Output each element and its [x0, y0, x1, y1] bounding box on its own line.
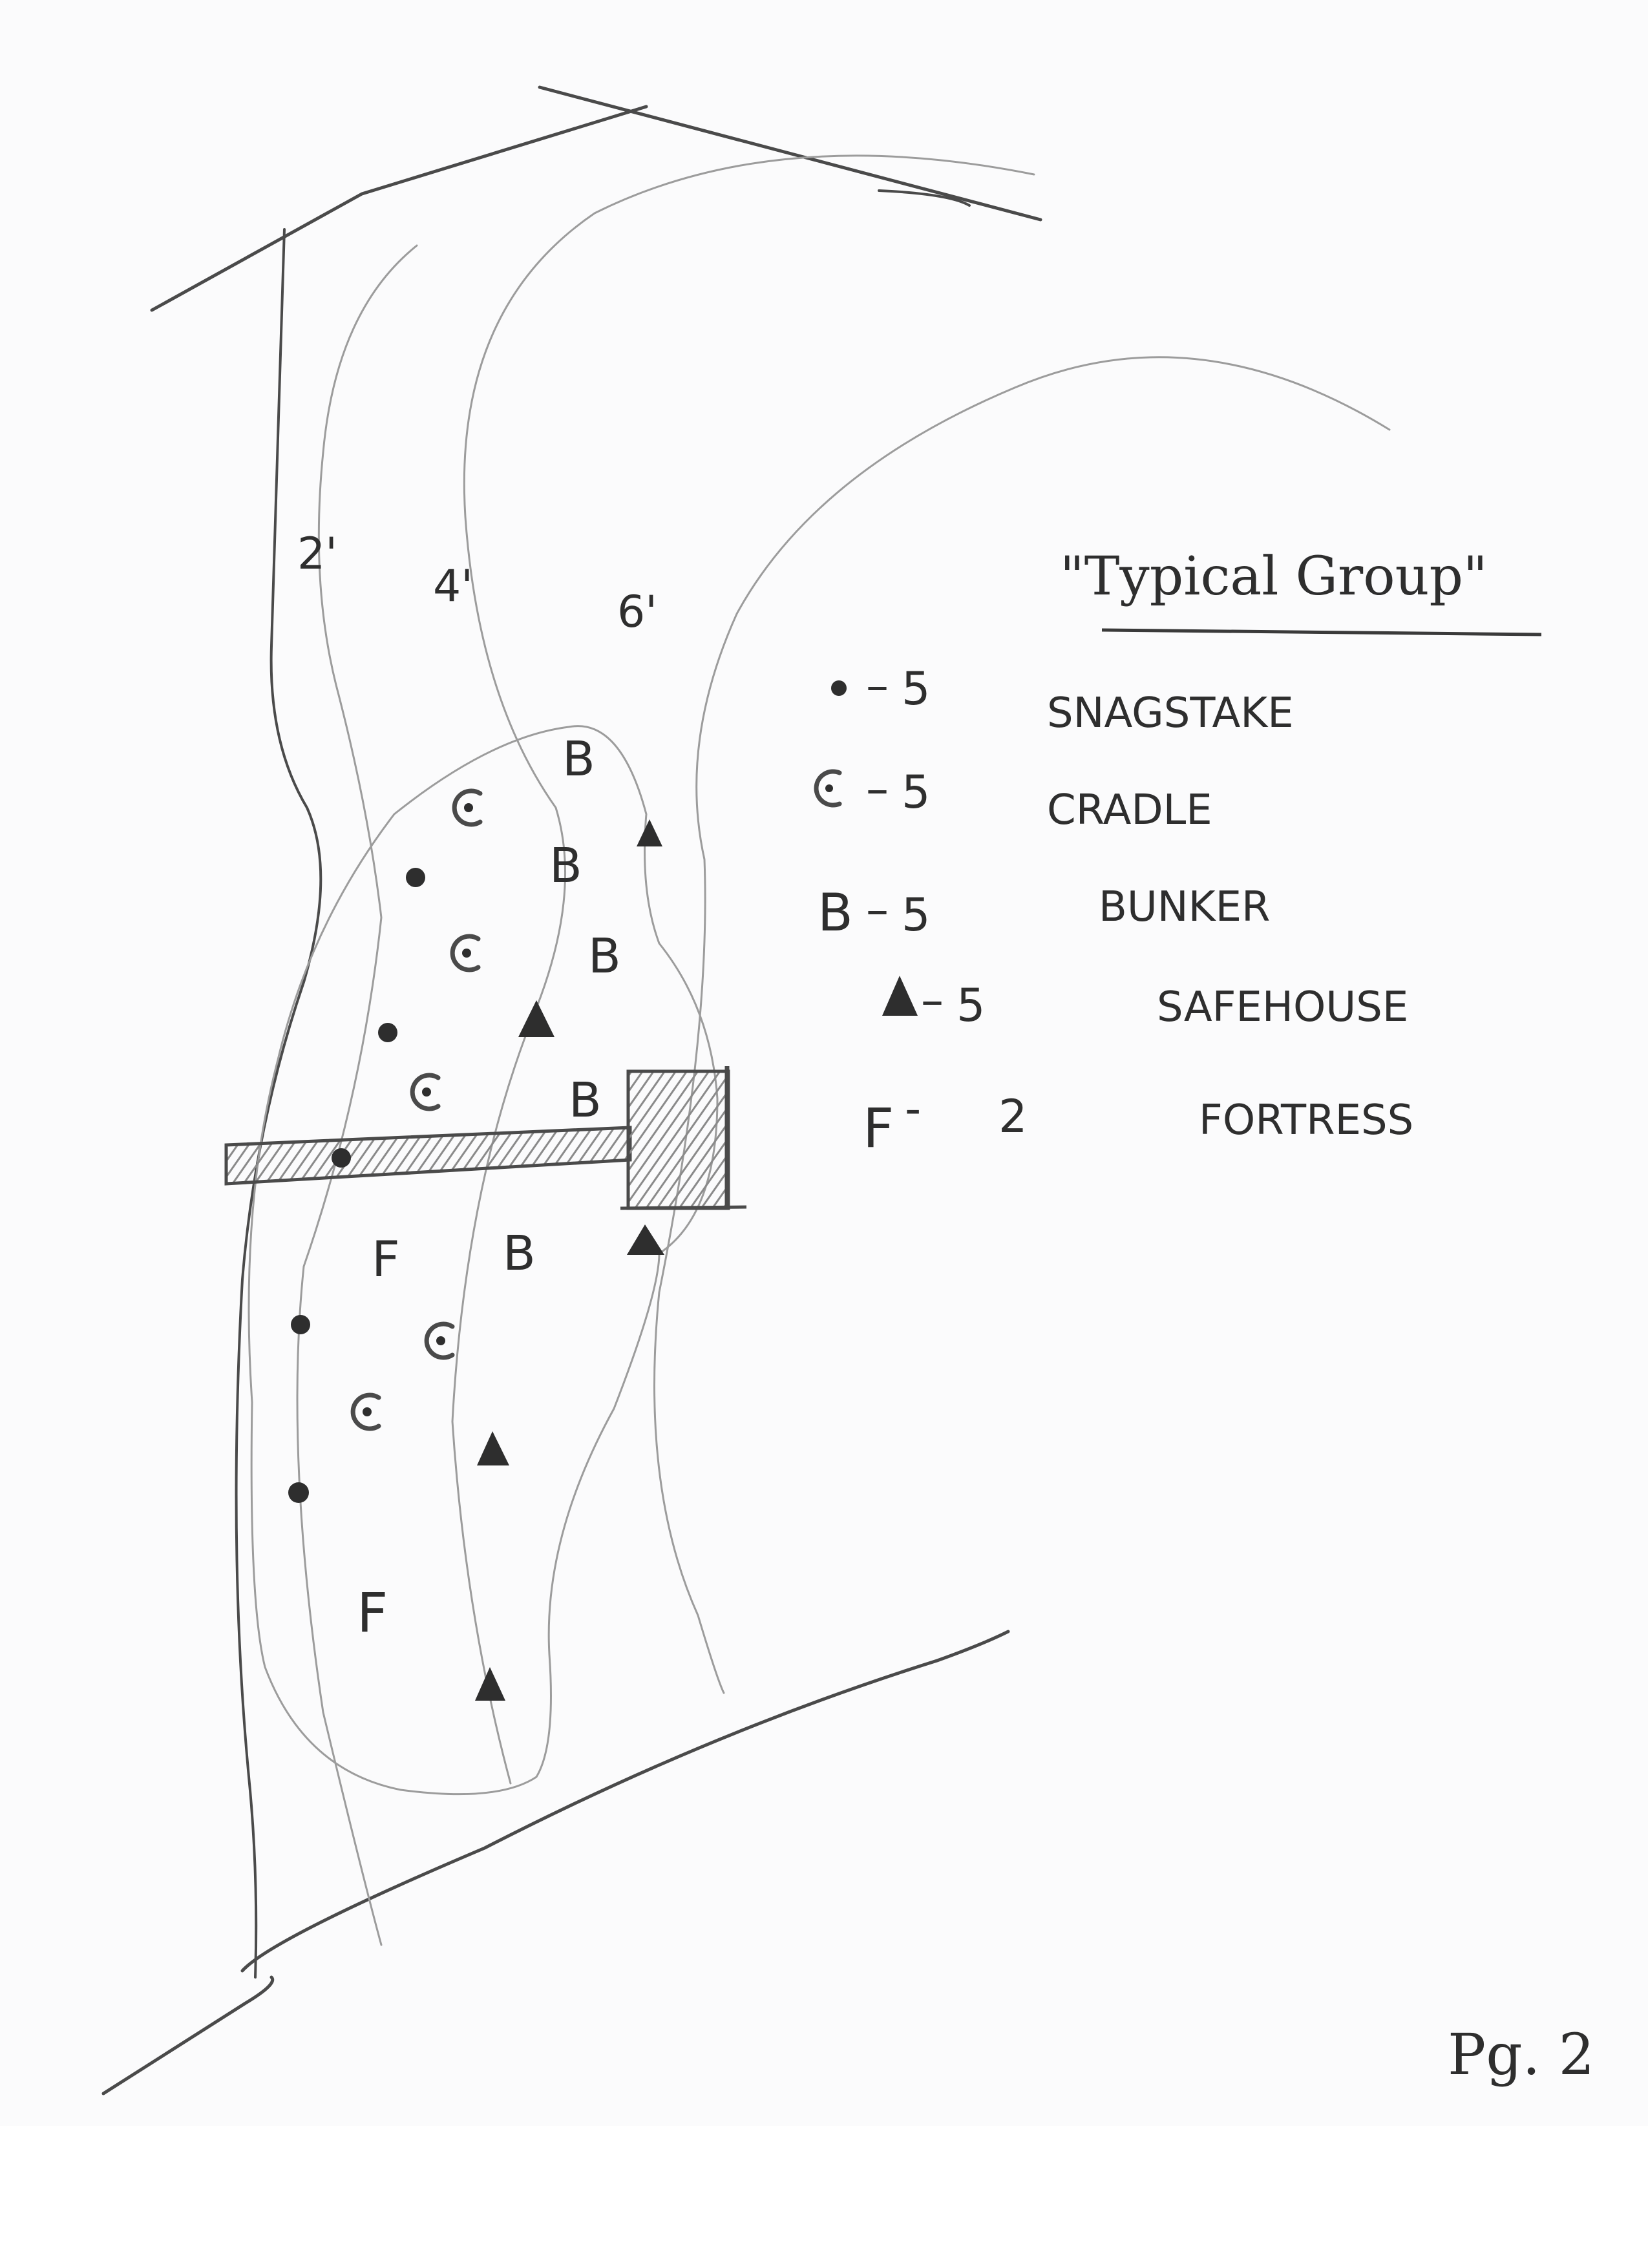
- legend-bunker-count: 5: [902, 888, 931, 941]
- fortress-markers: F F: [357, 1230, 400, 1644]
- safehouse-markers: [475, 819, 664, 1701]
- legend-dash: –: [866, 659, 889, 712]
- dock: [224, 1066, 747, 1210]
- snagstake-markers: [288, 868, 425, 1503]
- bunker-icon: B: [549, 838, 582, 894]
- legend-fortress-count: 2: [998, 1090, 1028, 1143]
- legend: – 5 SNAGSTAKE – 5 CRADLE B – 5 BUNKER – …: [814, 659, 1413, 1160]
- cradle-icon: [424, 1321, 455, 1360]
- legend-cradle-icon: [814, 769, 842, 808]
- depth-label-6ft: 6': [617, 587, 657, 638]
- snagstake-icon: [291, 1315, 310, 1334]
- legend-snagstake-label: SNAGSTAKE: [1047, 689, 1294, 737]
- cradle-icon: [410, 1073, 441, 1111]
- depth-contours: [296, 154, 1391, 1946]
- snagstake-icon: [332, 1148, 351, 1168]
- cradle-markers: [350, 788, 483, 1431]
- fortress-icon: F: [372, 1230, 400, 1288]
- safehouse-icon: [475, 1667, 505, 1701]
- legend-bunker-label: BUNKER: [1099, 883, 1271, 931]
- bunker-icon: B: [562, 731, 595, 787]
- fortress-icon: F: [357, 1581, 388, 1644]
- legend-safehouse-count: 5: [956, 979, 986, 1032]
- legend-dash: -: [905, 1082, 921, 1135]
- legend-cradle-count: 5: [902, 766, 931, 819]
- legend-snagstake-icon: [831, 680, 847, 696]
- safehouse-icon: [637, 819, 662, 846]
- legend-safehouse-icon: [882, 976, 918, 1016]
- page-label: Pg. 2: [1448, 2021, 1594, 2088]
- shoreline: [101, 85, 1042, 2095]
- safehouse-icon: [627, 1224, 664, 1255]
- bunker-icon: B: [503, 1226, 536, 1281]
- cradle-icon: [450, 934, 481, 972]
- legend-dash: –: [866, 883, 889, 936]
- map-title: "Typical Group": [1060, 546, 1488, 607]
- legend-snagstake-count: 5: [902, 662, 931, 715]
- cradle-icon: [350, 1392, 381, 1431]
- sketch-paper: [0, 0, 1648, 2126]
- bunker-markers: B B B B B: [503, 731, 621, 1281]
- cradle-icon: [452, 788, 483, 827]
- safehouse-icon: [518, 1000, 555, 1037]
- safehouse-icon: [477, 1431, 509, 1465]
- legend-cradle-label: CRADLE: [1047, 786, 1212, 834]
- bunker-icon: B: [588, 929, 621, 984]
- scan-margin: [0, 2126, 1648, 2268]
- depth-label-4ft: 4': [433, 561, 473, 612]
- legend-fortress-icon: F: [863, 1097, 894, 1160]
- snagstake-icon: [288, 1482, 309, 1503]
- legend-fortress-label: FORTRESS: [1199, 1097, 1413, 1144]
- legend-bunker-icon: B: [818, 883, 853, 943]
- group-boundary: [248, 725, 719, 1796]
- legend-dash: –: [866, 762, 889, 815]
- bunker-icon: B: [569, 1073, 602, 1128]
- title-underline: [1101, 628, 1542, 636]
- legend-dash: –: [921, 974, 944, 1027]
- snagstake-icon: [406, 868, 425, 887]
- depth-labels: 2' 4' 6': [297, 529, 657, 638]
- legend-safehouse-label: SAFEHOUSE: [1157, 983, 1408, 1031]
- snagstake-icon: [378, 1023, 397, 1042]
- depth-label-2ft: 2': [297, 529, 337, 580]
